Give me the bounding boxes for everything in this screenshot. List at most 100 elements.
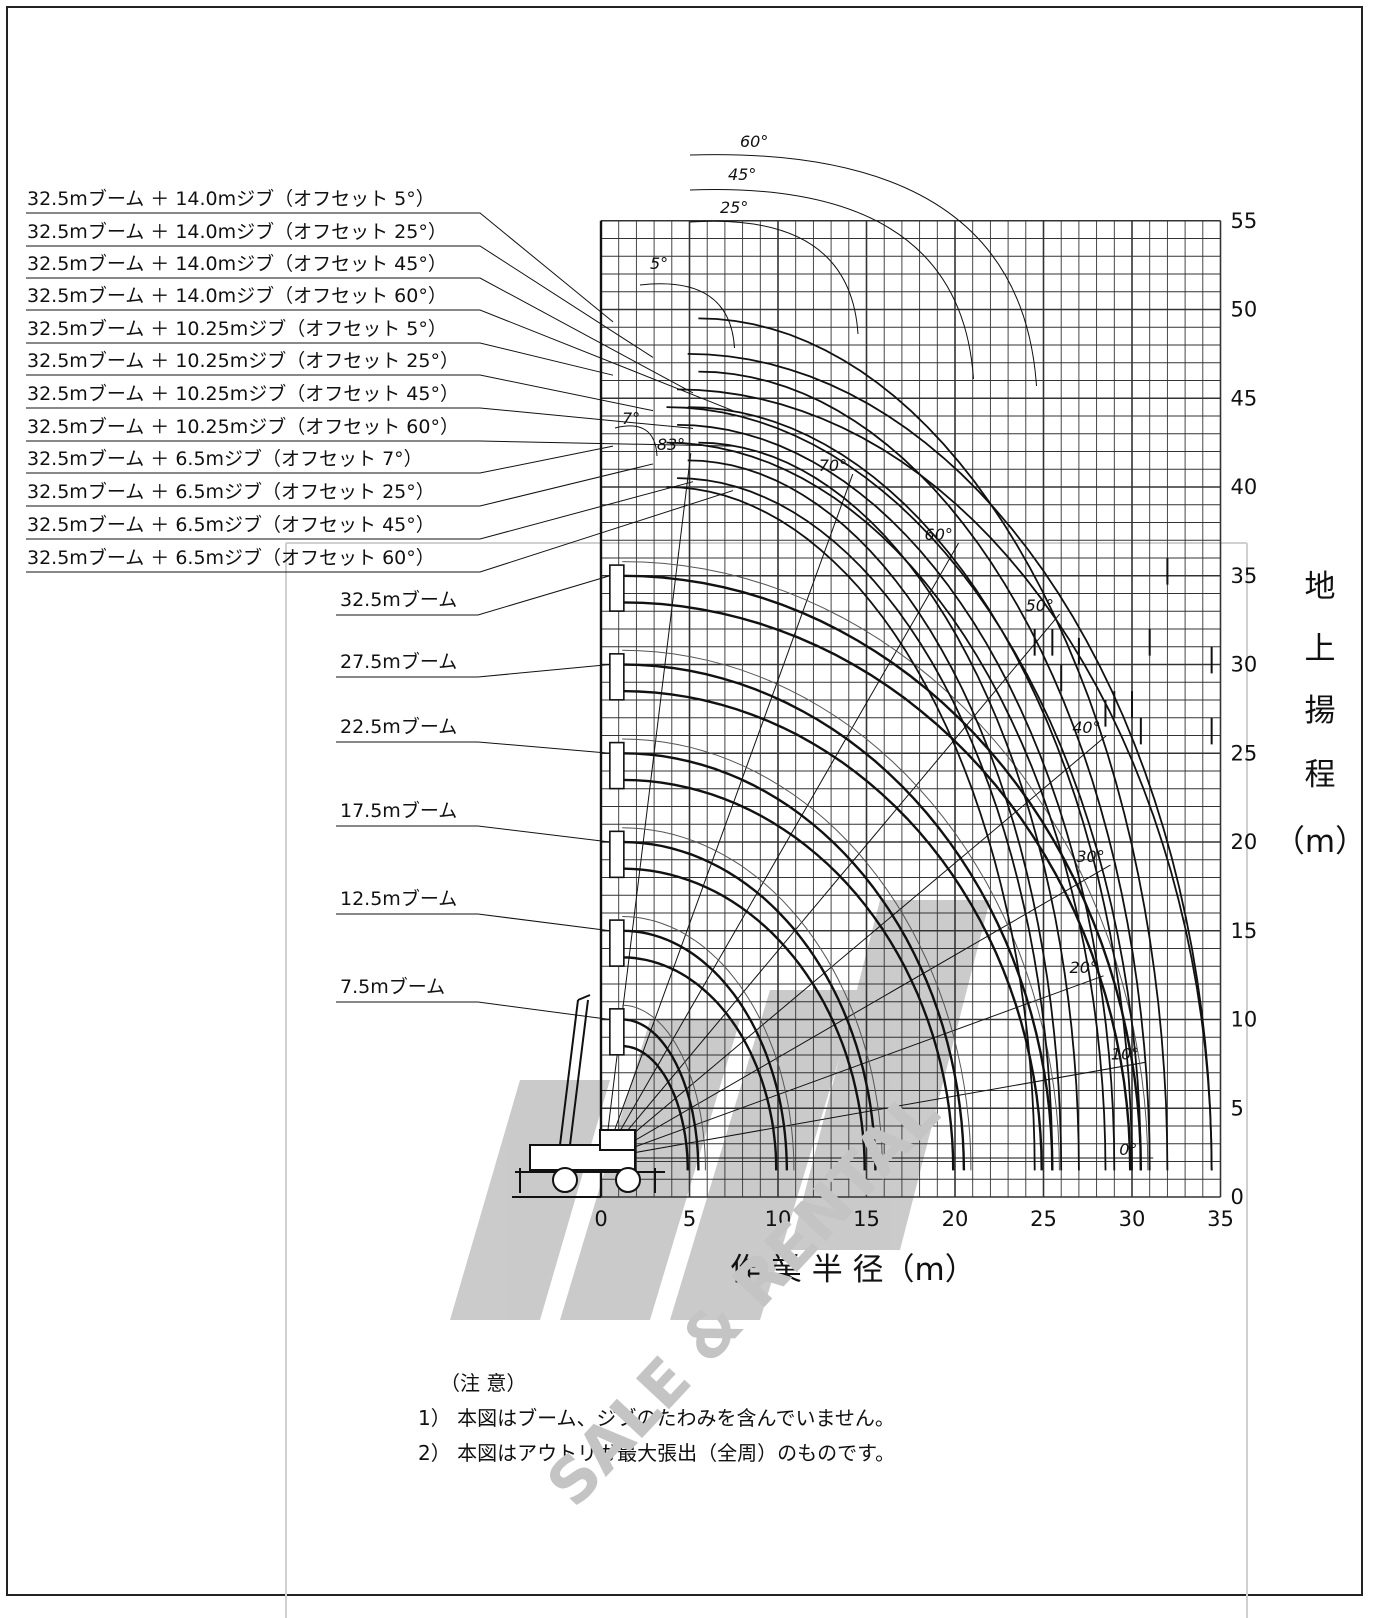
config-label: 32.5mブーム ＋ 6.5mジブ（オフセット 60°） [27,546,435,569]
boom-range-curve-inner [622,778,955,1171]
boom-angle-label: 0° [1119,1140,1137,1159]
working-range-curves [609,317,1213,1171]
offset-angle-arc [689,189,974,380]
jib-range-curve [687,406,1133,1171]
boom-label: 12.5mブーム [340,887,457,910]
y-tick-label: 45 [1231,386,1258,410]
offset-angle-label: 60° [740,132,768,151]
boom-range-curve-inner [622,601,1132,1171]
offset-angle-arc [639,283,735,349]
boom-angle-line [604,735,1107,1159]
boom-angle-line [604,542,959,1159]
jib-range-curve [677,477,1054,1171]
boom-range-curve-outer [622,738,972,1171]
boom-range-curve-outer [622,916,795,1171]
boom-angle-label: 40° [1072,718,1100,737]
config-label: 32.5mブーム ＋ 10.25mジブ（オフセット 60°） [27,415,459,438]
config-leader-line [26,440,734,447]
offset-angle-label: 5° [650,254,668,273]
boom-angle-line [604,975,1104,1159]
offset-angle-label: 7° [622,409,640,428]
y-tick-label: 50 [1231,298,1258,322]
config-leader-line [26,490,734,573]
config-label: 32.5mブーム ＋ 14.0mジブ（オフセット 5°） [27,187,435,210]
jib-range-curve [666,486,1036,1171]
boom-range-curve-inner [622,956,778,1171]
x-tick-label: 25 [1030,1207,1057,1231]
boom-range-curve [622,840,877,1171]
x-axis-title: 作 業 半 径（m） [730,1252,976,1288]
jib-range-curve [677,424,1116,1171]
config-leader-line [26,463,654,507]
offset-angle-arc [614,425,658,457]
boom-range-curve-outer [622,827,883,1171]
boom-angle-label: 60° [925,525,953,544]
y-tick-label: 20 [1231,830,1258,854]
config-label: 32.5mブーム ＋ 10.25mジブ（オフセット 5°） [27,317,447,340]
config-leader-line [26,445,614,474]
x-tick-label: 30 [1119,1207,1146,1231]
config-leader-line [26,309,734,412]
hook-icon [609,653,625,701]
config-label: 32.5mブーム ＋ 6.5mジブ（オフセット 45°） [27,513,435,536]
x-tick-label: 35 [1207,1207,1234,1231]
note-item-1: 1） 本図はブーム、ジブのたわみを含んでいません。 [418,1406,895,1430]
config-label: 32.5mブーム ＋ 6.5mジブ（オフセット 25°） [27,480,435,503]
page-frame [6,6,1363,1596]
jib-range-curve [687,459,1063,1171]
jib-range-curve [698,317,1169,1171]
boom-leader-line [336,913,610,932]
config-leader-line [26,407,694,429]
hook-icon [609,919,625,967]
boom-angle-line [604,1061,1145,1159]
notes-title: （注 意） [440,1371,526,1395]
jib-range-curve [687,353,1213,1171]
boom-leader-line [336,1001,610,1020]
offset-angle-label: 25° [720,198,748,217]
boom-label: 32.5mブーム [340,588,457,611]
y-axis-title-char: 程 [1305,757,1336,793]
config-leader-line [26,212,614,323]
x-tick-label: 20 [942,1207,969,1231]
boom-angle-line [604,613,1061,1159]
boom-range-curve-inner [622,867,866,1171]
boom-angle-label: 20° [1070,958,1098,977]
x-tick-label: 10 [765,1207,792,1231]
y-tick-label: 25 [1231,741,1258,765]
y-tick-label: 30 [1231,653,1258,677]
y-tick-label: 55 [1231,209,1258,233]
config-leader-line [26,277,694,394]
config-label: 32.5mブーム ＋ 14.0mジブ（オフセット 25°） [27,220,447,243]
crane-truck-icon [515,994,665,1193]
offset-angle-arc [689,154,1037,387]
config-leader-line [26,374,654,412]
boom-label: 17.5mブーム [340,799,457,822]
x-tick-label: 0 [594,1207,607,1231]
boom-leader-line [336,741,610,754]
jib-range-curve [677,388,1213,1171]
y-tick-label: 15 [1231,919,1258,943]
y-axis-title-char: 上 [1305,631,1336,667]
y-tick-label: 10 [1231,1008,1258,1032]
y-tick-label: 5 [1231,1096,1244,1120]
y-tick-label: 35 [1231,564,1258,588]
boom-angle-line [604,473,854,1159]
boom-leader-line [336,575,610,616]
boom-angle-label: 70° [819,456,847,475]
boom-range-curve [622,1018,700,1171]
hook-icon [609,741,625,790]
hook-icon [609,830,625,879]
boom-leader-line [336,664,610,678]
config-leader-line [26,481,694,540]
config-leader-line [26,245,654,358]
config-leader-line [26,342,614,376]
jib-range-curve [698,370,1151,1171]
y-axis-title-char: 地 [1305,569,1336,605]
boom-range-curve [622,752,966,1171]
boom-range-curve-inner [622,689,1043,1171]
note-item-2: 2） 本図はアウトリガ最大張出（全周）のものです。 [418,1441,895,1465]
config-label: 32.5mブーム ＋ 14.0mジブ（オフセット 45°） [27,252,447,275]
